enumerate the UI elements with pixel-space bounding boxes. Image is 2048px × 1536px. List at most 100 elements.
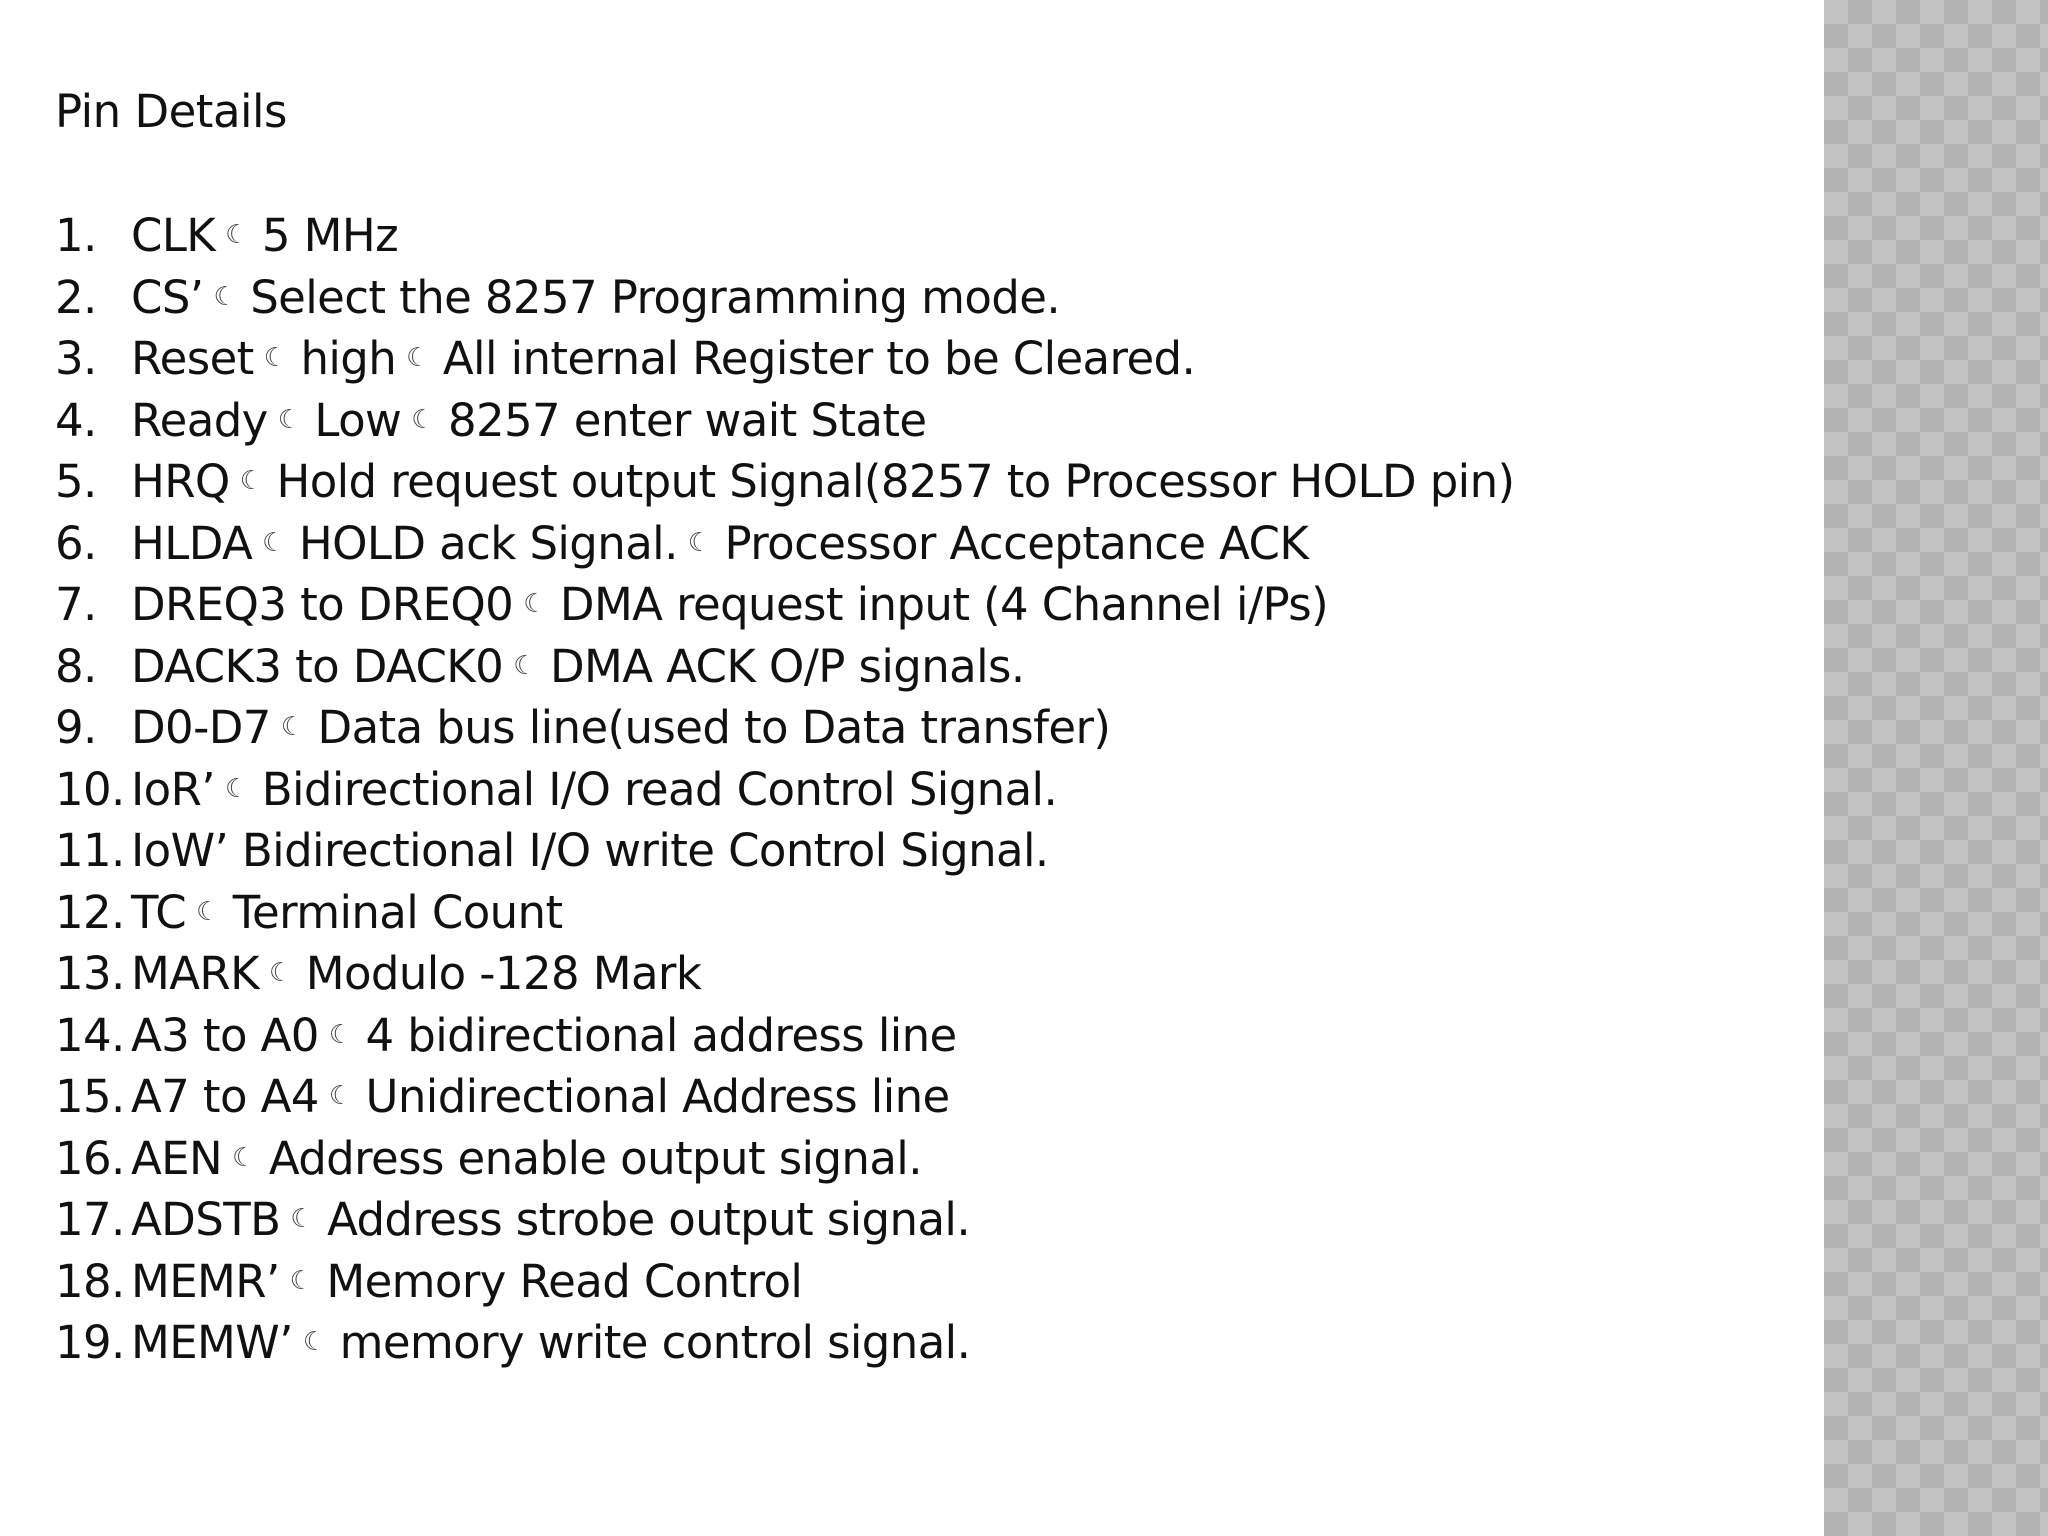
pin-item: 19.MEMW’ ☾ memory write control signal. [55, 1312, 1514, 1374]
pin-item: 3. Reset ☾ high ☾ All internal Register to be… [55, 328, 1514, 390]
pin-number: 2. [55, 270, 97, 324]
pin-name: Ready [131, 393, 268, 447]
pin-item: 1.CLK☾5 MHz [55, 205, 1514, 267]
pin-description: HOLD ack Signal. [298, 516, 679, 570]
pin-item: 8. DACK3 to DACK0 ☾ DMA ACK O/P signals. [55, 636, 1514, 698]
pin-item: 4. Ready ☾ Low ☾ 8257 enter wait State [55, 390, 1514, 452]
pin-description: Terminal Count [232, 885, 563, 939]
pin-number: 10. [55, 762, 125, 816]
pin-name: DACK3 to DACK0 [131, 639, 504, 693]
pin-number: 19. [55, 1316, 125, 1369]
arrow-symbol-icon: ☾ [280, 712, 304, 742]
pin-description: memory write control signal. [339, 1316, 971, 1369]
decorative-side-panel [1824, 0, 2048, 1536]
arrow-symbol-icon: ☾ [513, 650, 536, 681]
pin-description: Select the 8257 Programming mode. [250, 270, 1061, 324]
pin-name: MARK [131, 947, 260, 1000]
pin-number: 13. [55, 947, 125, 1000]
pin-description-detail: All internal Register to be Cleared. [442, 332, 1196, 385]
pin-number: 18. [55, 1254, 125, 1308]
pin-name: A7 to A4 [131, 1070, 319, 1123]
pin-description: 4 bidirectional address line [365, 1008, 958, 1062]
pin-item: 17.ADSTB ☾ Address strobe output signal. [55, 1189, 1514, 1251]
pin-description: Low [314, 393, 402, 447]
pin-name: HRQ [131, 455, 230, 508]
pin-item: 11.IoW’ Bidirectional I/O write Control … [55, 820, 1514, 882]
pin-name: AEN [131, 1131, 223, 1185]
arrow-symbol-icon: ☾ [687, 527, 711, 558]
pin-name: CLK [131, 209, 216, 262]
pin-name: CS’ [131, 270, 204, 324]
pin-name: MEMR’ [131, 1254, 280, 1308]
pin-item: 9. D0-D7 ☾ Data bus line(used to Data trans… [55, 697, 1514, 759]
arrow-symbol-icon: ☾ [277, 404, 301, 435]
pin-name: HLDA [131, 516, 253, 570]
pin-name: TC [131, 885, 187, 939]
pin-item: 7. DREQ3 to DREQ0 ☾ DMA request input (4 Ch… [55, 574, 1514, 636]
pin-description-detail: 8257 enter wait State [447, 393, 927, 447]
arrow-symbol-icon: ☾ [263, 343, 287, 373]
pin-name: IoR’ [131, 762, 216, 816]
arrow-symbol-icon: ☾ [225, 220, 248, 250]
pin-number: 15. [55, 1070, 125, 1123]
arrow-symbol-icon: ☾ [411, 404, 434, 435]
arrow-symbol-icon: ☾ [232, 1142, 255, 1173]
arrow-symbol-icon: ☾ [213, 281, 237, 312]
pin-description: Address strobe output signal. [327, 1193, 971, 1246]
pin-number: 16. [55, 1131, 125, 1185]
pin-item: 15.A7 to A4 ☾ Unidirectional Address line [55, 1066, 1514, 1128]
pin-description: Address enable output signal. [268, 1131, 923, 1185]
pin-name: MEMW’ [131, 1316, 293, 1369]
arrow-symbol-icon: ☾ [289, 1265, 313, 1296]
arrow-symbol-icon: ☾ [523, 589, 546, 619]
arrow-symbol-icon: ☾ [302, 1327, 326, 1357]
arrow-symbol-icon: ☾ [328, 1081, 352, 1111]
arrow-symbol-icon: ☾ [290, 1204, 314, 1234]
pin-description: Hold request output Signal(8257 to Proce… [276, 455, 1515, 508]
pin-number: 11. [55, 824, 125, 877]
pin-description: Modulo -128 Mark [305, 947, 702, 1000]
pin-item: 5. HRQ ☾ Hold request output Signal(8257 to… [55, 451, 1515, 513]
pin-number: 14. [55, 1008, 125, 1062]
pin-name: IoW’ Bidirectional I/O write Control Sig… [131, 824, 1049, 877]
pin-name: Reset [131, 332, 254, 385]
pin-number: 17. [55, 1193, 125, 1246]
pin-number: 5. [55, 455, 97, 508]
pin-number: 12. [55, 885, 125, 939]
pin-description: DMA ACK O/P signals. [549, 639, 1025, 693]
arrow-symbol-icon: ☾ [406, 343, 429, 373]
pin-name: ADSTB [131, 1193, 281, 1246]
arrow-symbol-icon: ☾ [239, 466, 263, 496]
pin-number: 6. [55, 516, 97, 570]
pin-number: 4. [55, 393, 97, 447]
pin-number: 8. [55, 639, 97, 693]
pin-item: 13.MARK ☾ Modulo -128 Mark [55, 943, 1514, 1005]
pin-description: DMA request input (4 Channel i/Ps) [559, 578, 1329, 631]
pin-item: 2. CS’ ☾ Select the 8257 Programming mode. [55, 267, 1514, 329]
pin-item: 12.TC ☾ Terminal Count [55, 882, 1514, 944]
arrow-symbol-icon: ☾ [196, 896, 219, 927]
pin-name: D0-D7 [131, 701, 271, 754]
pin-number: 3. [55, 332, 97, 385]
pin-number: 1. [55, 209, 97, 262]
arrow-symbol-icon: ☾ [269, 958, 292, 988]
pin-description: Memory Read Control [326, 1254, 803, 1308]
pin-item: 10.IoR’☾Bidirectional I/O read Control S… [55, 759, 1514, 821]
arrow-symbol-icon: ☾ [262, 527, 285, 558]
slide-title: Pin Details [55, 85, 287, 138]
pin-item: 16.AEN ☾ Address enable output signal. [55, 1128, 1514, 1190]
pin-description: Bidirectional I/O read Control Signal. [261, 762, 1058, 816]
pin-number: 9. [55, 701, 97, 754]
pin-item: 14.A3 to A0☾4 bidirectional address line [55, 1005, 1514, 1067]
pin-name: A3 to A0 [131, 1008, 319, 1062]
pin-description: high [300, 332, 397, 385]
pin-description-detail: Processor Acceptance ACK [724, 516, 1309, 570]
pin-name: DREQ3 to DREQ0 [131, 578, 514, 631]
pin-item: 18.MEMR’ ☾ Memory Read Control [55, 1251, 1514, 1313]
pin-number: 7. [55, 578, 97, 631]
pin-description: Unidirectional Address line [365, 1070, 951, 1123]
pin-description: Data bus line(used to Data transfer) [317, 701, 1111, 754]
pin-item: 6. HLDA ☾ HOLD ack Signal. ☾ Processor Accept… [55, 513, 1514, 575]
